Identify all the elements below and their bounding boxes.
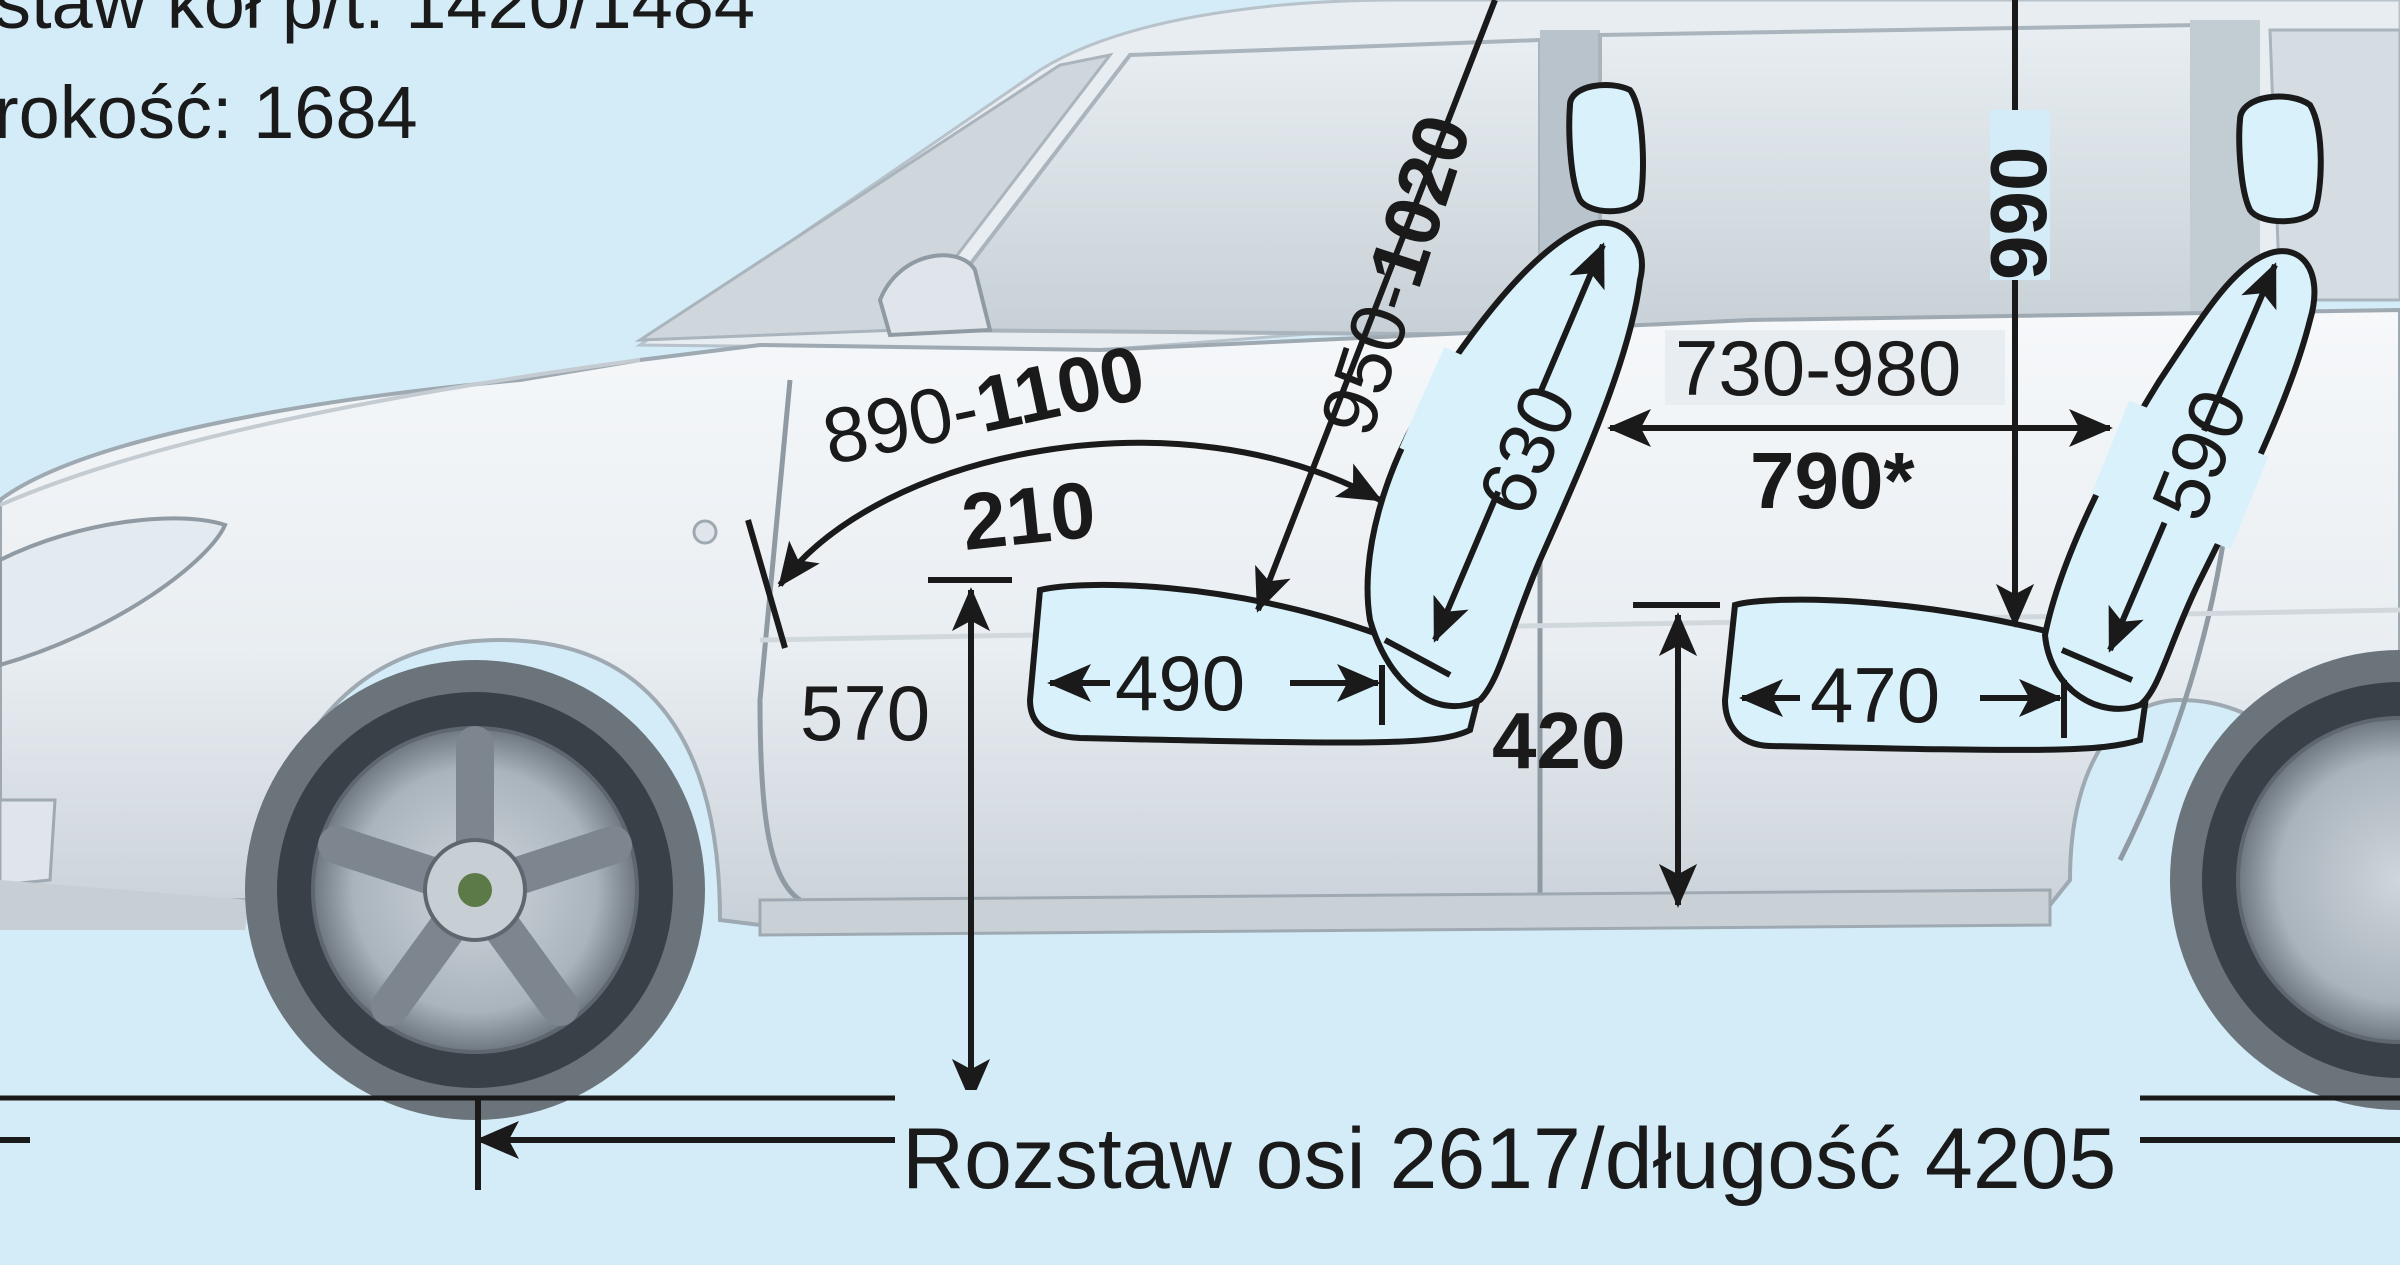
rear-legroom-value-label: 790* [1750,436,1915,525]
front-seat-headrest [1566,82,1646,215]
track-width-text: staw kół p/t: 1420/1484 [0,0,755,44]
side-mirror [877,253,993,338]
front-door-line [757,379,802,903]
car-illustration [0,0,2400,1120]
front-wheel [245,660,705,1120]
knee-room-arc [777,439,1383,588]
rear-side-window [1598,22,2233,343]
rear-wheel [2170,650,2400,1110]
front-headroom-line [1255,0,1498,613]
windshield [634,52,1114,342]
wheelbase-length-label: Rozstaw osi 2617/długość 4205 [902,1111,2116,1207]
rear-backrest-tick [2060,647,2134,683]
side-sill [758,888,2052,937]
rear-seat-headrest [2236,93,2324,225]
hood-line [0,358,641,507]
front-backrest-tick [1383,637,1452,678]
front-bumper [0,880,250,930]
headlight [0,516,228,668]
wheelbase-label-group: Rozstaw osi 2617/długość 4205 [895,1090,2140,1207]
rear-headroom-label: 990 [1974,147,2063,280]
sill-height-label: 210 [957,464,1099,566]
front-seat-depth-label: 490 [1115,639,1245,727]
front-seat-height-label: 570 [800,669,930,757]
rear-seat-height-label: 420 [1492,696,1625,785]
knee-room-tick [745,519,788,649]
rear-legroom-range-label: 730-980 [1675,324,1961,412]
rear-seat-depth-label: 470 [1810,651,1940,739]
fog-light [0,798,57,887]
body-marker [692,519,718,545]
header-specs: staw kół p/t: 1420/1484 rokość: 1684 [0,0,880,160]
width-text: rokość: 1684 [0,71,418,154]
